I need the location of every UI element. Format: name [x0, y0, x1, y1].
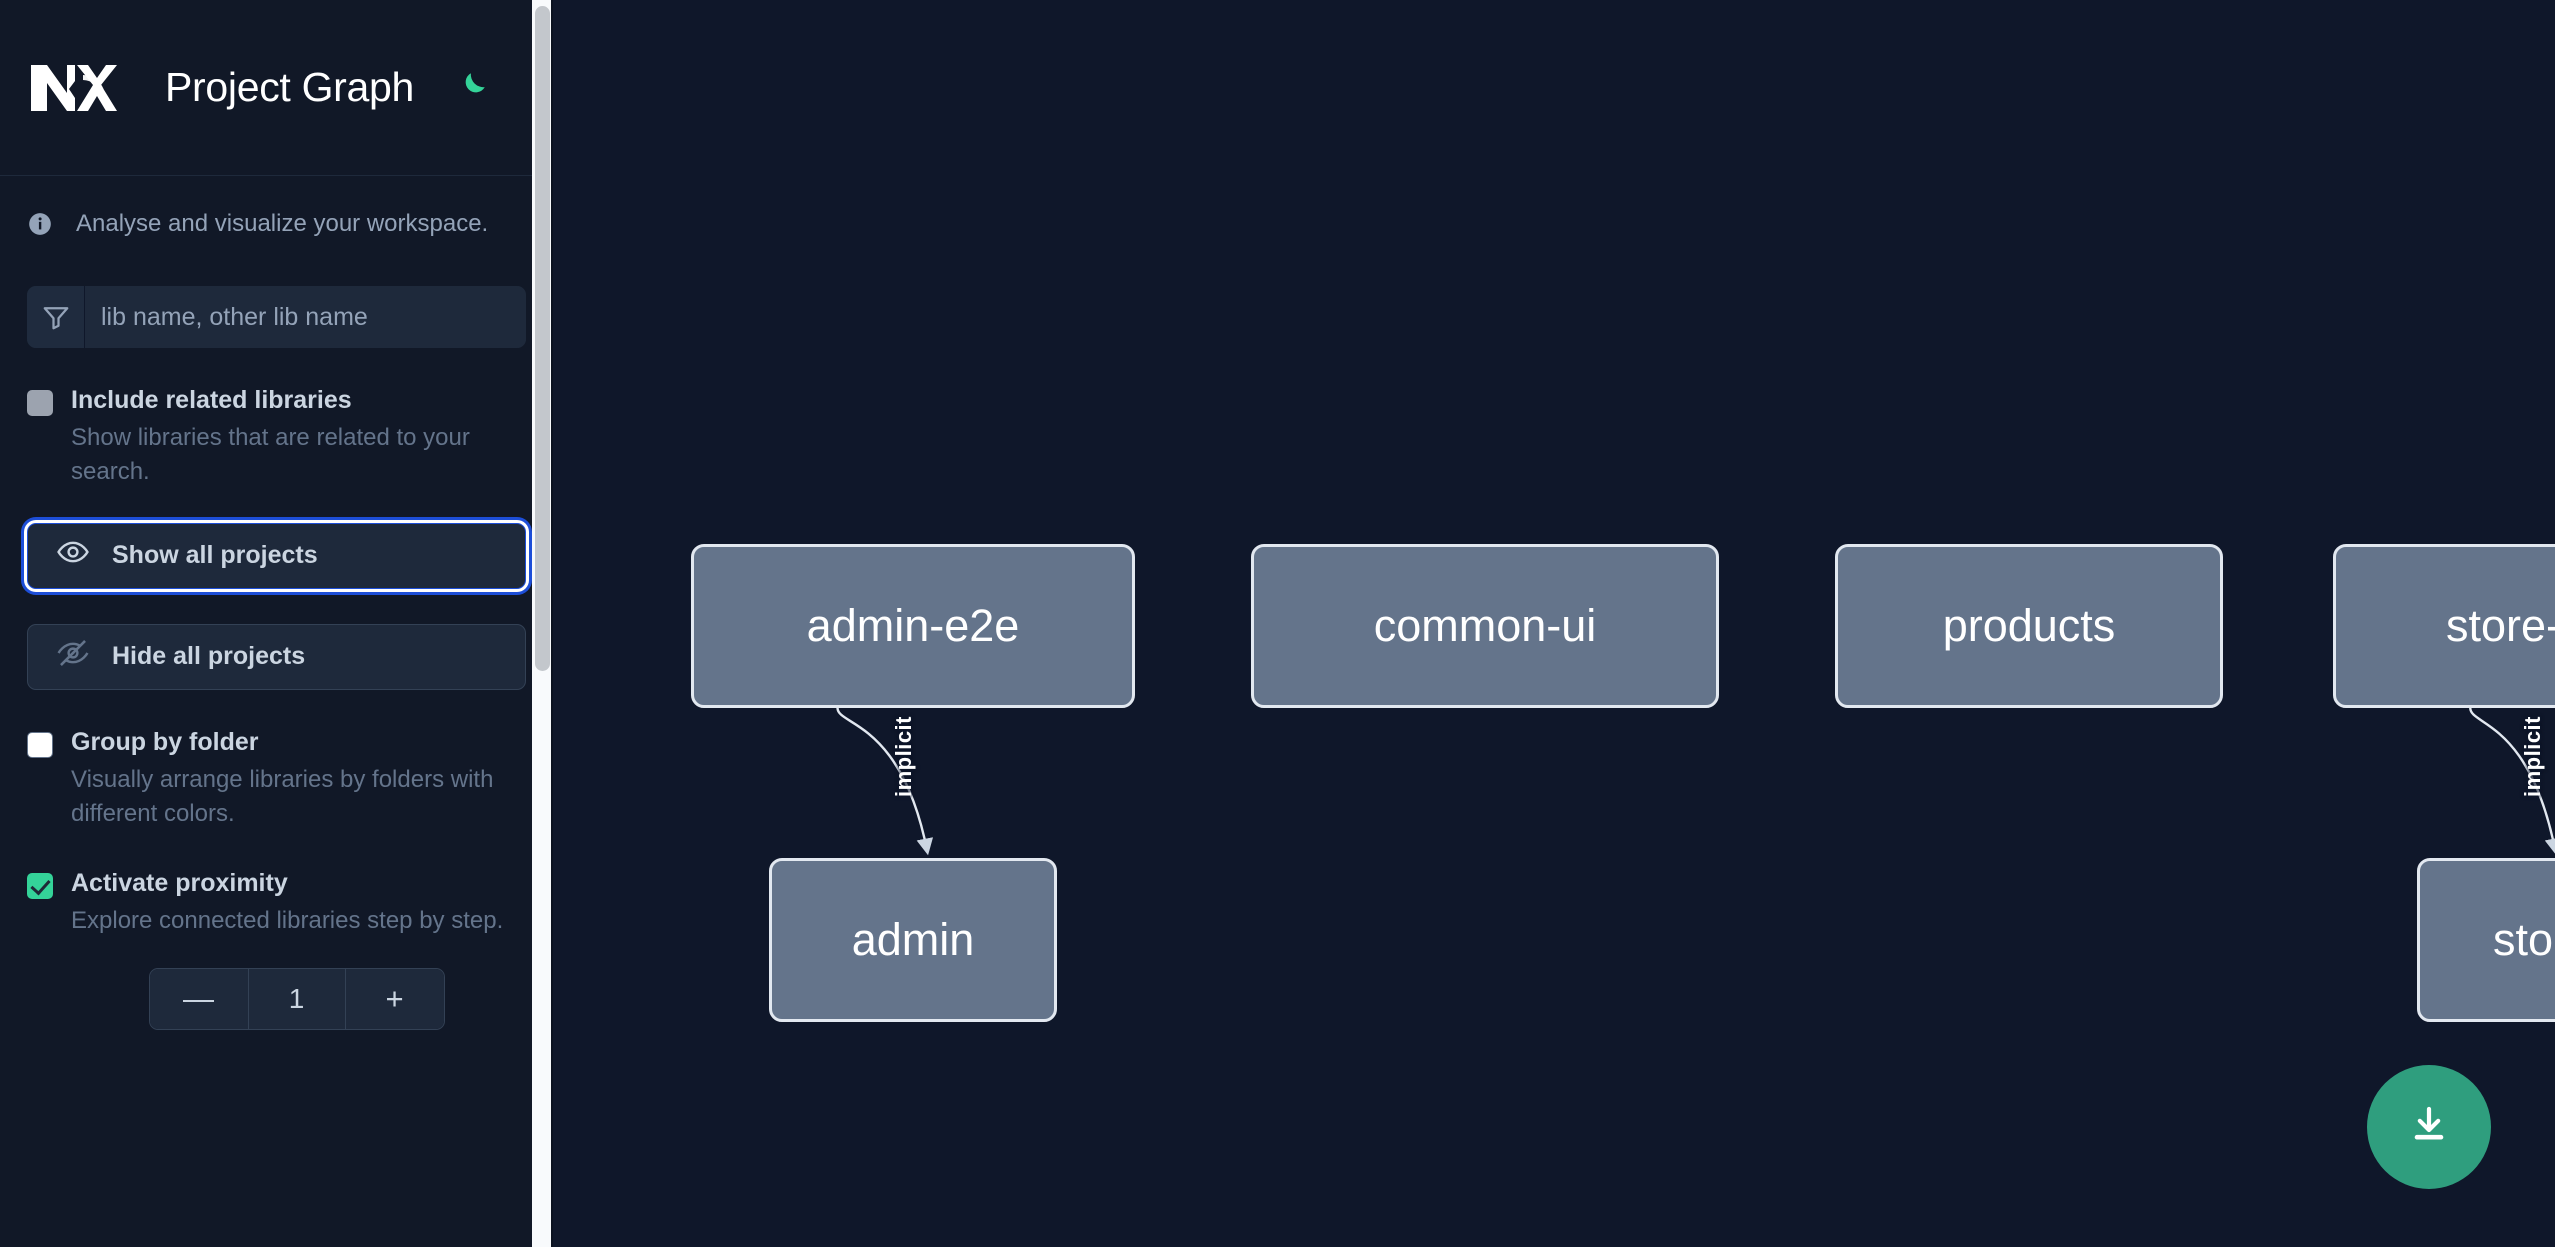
search-box[interactable] — [27, 286, 526, 348]
eye-off-icon — [56, 636, 90, 677]
sidebar-scrollbar[interactable] — [532, 0, 553, 1247]
sidebar-body: Analyse and visualize your workspace. In… — [0, 176, 553, 1247]
option-group-by-folder[interactable]: Group by folder Visually arrange librari… — [27, 726, 526, 831]
sidebar-header: Project Graph — [0, 0, 553, 176]
option-include-related-libraries[interactable]: Include related libraries Show libraries… — [27, 384, 526, 489]
sidebar: Project Graph Analyse and v — [0, 0, 553, 1247]
graph-canvas[interactable]: admin-e2e admin common-ui products store-e2e… — [553, 0, 2555, 1247]
graph-edge-admin-e2e--admin — [836, 707, 934, 856]
option-label: Activate proximity — [71, 868, 288, 897]
download-button[interactable] — [2367, 1065, 2491, 1189]
sidebar-divider — [551, 0, 553, 1247]
visibility-buttons: Show all projects Hide all projects — [27, 522, 526, 690]
option-label: Group by folder — [71, 727, 259, 756]
proximity-decrement-button[interactable]: — — [149, 968, 248, 1029]
show-all-projects-button[interactable]: Show all projects — [27, 522, 526, 589]
graph-node-admin-e2e[interactable]: admin-e2e — [691, 544, 1135, 708]
checkbox-group-by-folder[interactable] — [27, 731, 53, 758]
download-icon — [2405, 1102, 2453, 1153]
search-input[interactable] — [85, 286, 526, 348]
checkbox-activate-proximity[interactable] — [27, 872, 53, 899]
proximity-stepper: — 1 + — [148, 967, 445, 1030]
option-description: Show libraries that are related to your … — [71, 423, 470, 485]
show-all-projects-label: Show all projects — [112, 541, 318, 570]
workspace-info: Analyse and visualize your workspace. — [0, 176, 553, 272]
moon-icon — [455, 69, 489, 106]
nx-logo — [27, 57, 123, 119]
sidebar-scrollbar-thumb[interactable] — [535, 6, 550, 671]
graph-node-common-ui[interactable]: common-ui — [1251, 544, 1719, 708]
graph-edge-store-e2e--store — [2469, 707, 2555, 856]
workspace-info-text: Analyse and visualize your workspace. — [76, 210, 489, 237]
proximity-value: 1 — [247, 968, 346, 1029]
option-activate-proximity[interactable]: Activate proximity Explore connected lib… — [27, 867, 526, 938]
option-label: Include related libraries — [71, 386, 352, 414]
option-description: Visually arrange libraries by folders wi… — [71, 765, 494, 827]
proximity-increment-button[interactable]: + — [345, 968, 444, 1029]
info-icon — [27, 211, 53, 237]
page-title: Project Graph — [165, 64, 415, 110]
theme-toggle-button[interactable] — [450, 66, 494, 110]
graph-node-store-e2e[interactable]: store-e2e — [2333, 544, 2555, 708]
graph-node-admin[interactable]: admin — [769, 858, 1057, 1022]
option-description: Explore connected libraries step by step… — [71, 906, 504, 934]
eye-icon — [56, 535, 90, 576]
sidebar-controls: Include related libraries Show libraries… — [0, 286, 553, 1030]
graph-edges — [836, 707, 2555, 856]
hide-all-projects-label: Hide all projects — [112, 642, 306, 671]
proximity-stepper-row: — 1 + — [27, 967, 526, 1030]
checkbox-include-related-libraries[interactable] — [27, 390, 53, 416]
graph-node-store[interactable]: store — [2417, 858, 2555, 1022]
graph-node-products[interactable]: products — [1835, 544, 2223, 708]
hide-all-projects-button[interactable]: Hide all projects — [27, 623, 526, 690]
filter-icon — [27, 286, 85, 348]
